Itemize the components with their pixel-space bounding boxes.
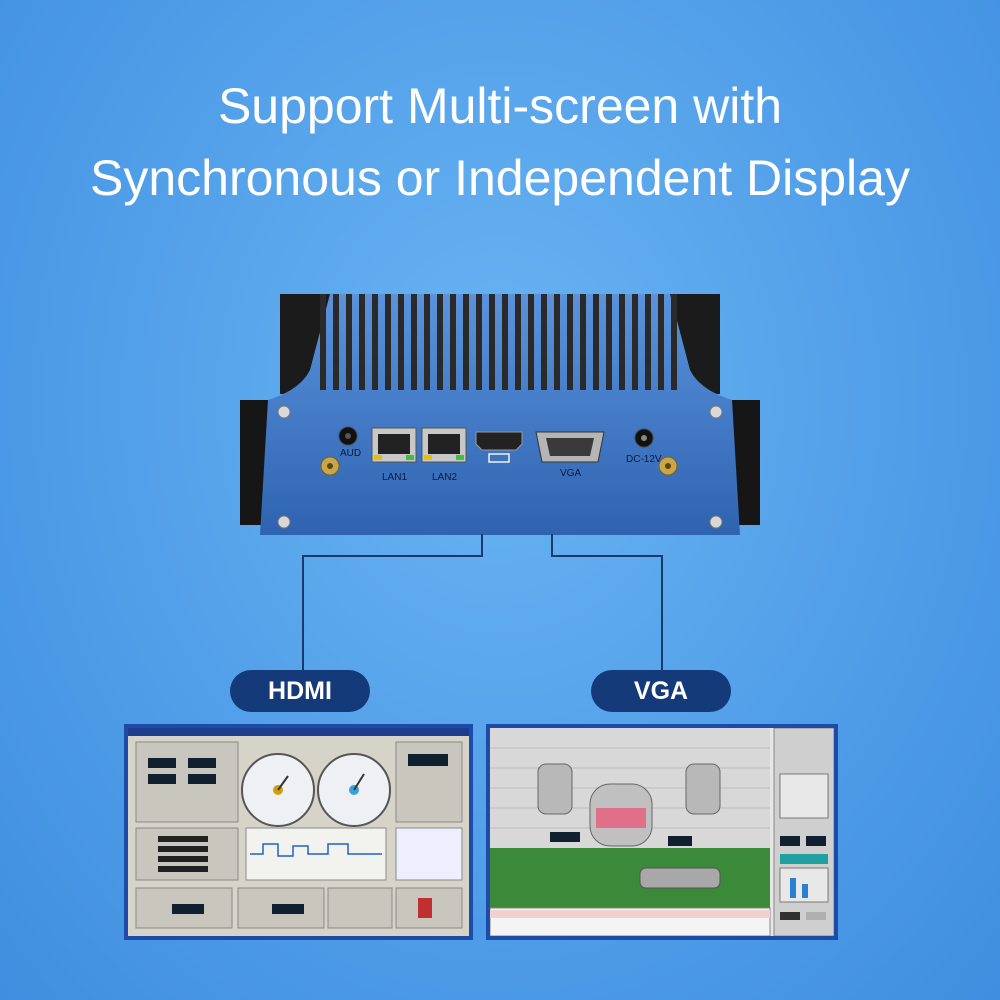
vga-cable-line [661, 555, 663, 673]
heatsink-fin [554, 294, 560, 390]
vga-badge: VGA [591, 670, 731, 712]
heatsink-fin [593, 294, 599, 390]
heatsink-fin [671, 294, 677, 390]
hdmi-cable-line [481, 534, 483, 556]
heatsink-fin [333, 294, 339, 390]
vga-cable-line [551, 534, 553, 556]
mini-pc-device: AUD LAN1 LAN2 VGA DC-12V [240, 294, 760, 535]
tank-right [685, 763, 721, 815]
hdmi-screen-image [124, 724, 473, 940]
hdmi-port [475, 431, 523, 451]
tank-left [537, 763, 573, 815]
screw [277, 515, 291, 529]
vga-cable-line [551, 555, 663, 557]
heatsink-fin [450, 294, 456, 390]
lan2-label: LAN2 [432, 472, 457, 483]
heatsink-fin [359, 294, 365, 390]
heatsink-fin [658, 294, 664, 390]
dc-label: DC-12V [626, 454, 662, 465]
vga-screen-image [486, 724, 838, 940]
hdmi-cable-line [302, 555, 483, 557]
heatsink-fin [515, 294, 521, 390]
hdmi-icon [488, 453, 510, 463]
screw [709, 405, 723, 419]
heatsink-fin [606, 294, 612, 390]
heatsink-fin [476, 294, 482, 390]
lan1-label: LAN1 [382, 472, 407, 483]
aud-label: AUD [340, 448, 361, 459]
heatsink-fin [398, 294, 404, 390]
dashboard-screenshot [128, 728, 469, 936]
heatsink-fin [632, 294, 638, 390]
factory-screenshot [489, 727, 835, 937]
heatsink-fin [528, 294, 534, 390]
vga-port-label: VGA [560, 468, 581, 479]
heatsink-fin [437, 294, 443, 390]
heatsink-fin [489, 294, 495, 390]
heatsink-fin [411, 294, 417, 390]
chassis-front [260, 294, 740, 535]
heatsink-fin [502, 294, 508, 390]
heatsink-fin [346, 294, 352, 390]
heatsink-fin [567, 294, 573, 390]
heatsink-fin [385, 294, 391, 390]
screw [277, 405, 291, 419]
hdmi-cable-line [302, 555, 304, 673]
screw [709, 515, 723, 529]
heatsink-fin [372, 294, 378, 390]
heatsink-fin [580, 294, 586, 390]
heatsink-fin [463, 294, 469, 390]
hdmi-badge: HDMI [230, 670, 370, 712]
headline-line-1: Support Multi-screen with [217, 78, 783, 134]
heatsink-fin [619, 294, 625, 390]
heatsink-fin [645, 294, 651, 390]
heatsink-fin [320, 294, 326, 390]
heatsink-fin [541, 294, 547, 390]
heatsink-fin [424, 294, 430, 390]
headline-line-2: Synchronous or Independent Display [90, 150, 910, 206]
